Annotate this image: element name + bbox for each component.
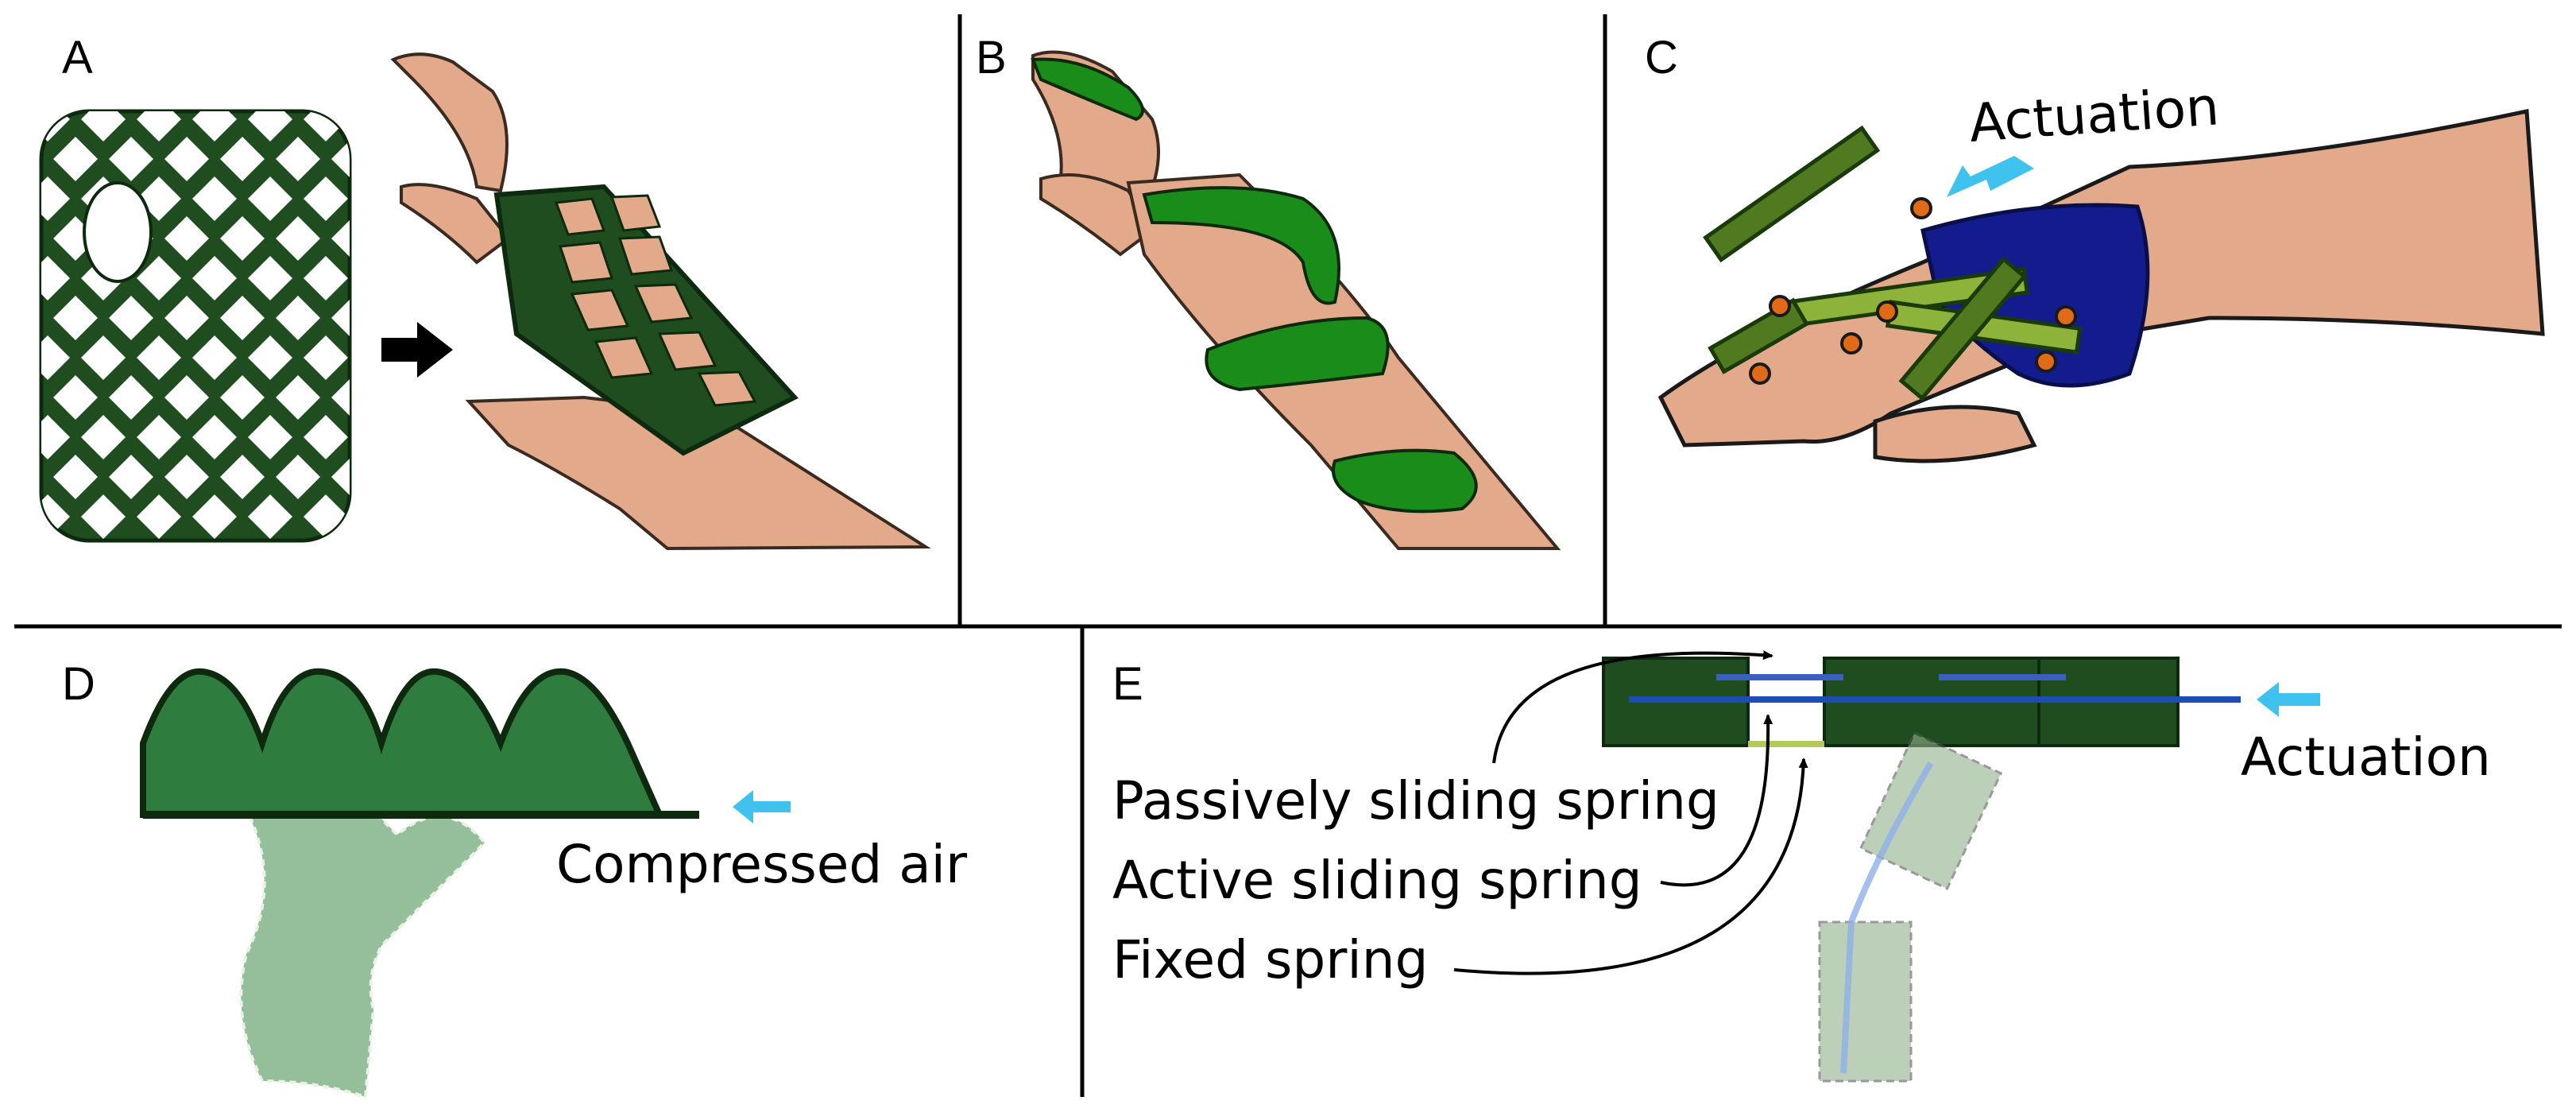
mesh-hole [109, 296, 153, 340]
mesh-hole [331, 137, 350, 181]
mesh-hole [53, 296, 98, 340]
mesh-hole [192, 335, 237, 380]
spring-label-passive: Passively sliding spring [1112, 770, 1719, 831]
segmented-finger-mechanism [1602, 657, 2241, 1083]
mesh-hole [164, 455, 209, 499]
mesh-hole [220, 296, 265, 340]
mesh-hole [248, 335, 292, 380]
spiral-band-hand [1142, 186, 1340, 305]
actuation-arrow-c [1947, 156, 2034, 197]
panel-c: C Actuation [1645, 32, 2545, 463]
leader-active [1660, 714, 1773, 887]
panel-d: D Compressed air [62, 658, 968, 1099]
soft-actuator-bent [236, 761, 487, 1099]
mesh-hole [164, 216, 209, 261]
mesh-hole [276, 296, 320, 340]
mesh-hole [192, 256, 237, 300]
mesh-hole [304, 111, 348, 141]
mesh-hole [53, 375, 98, 420]
mesh-hole [304, 256, 348, 300]
mesh-hole [81, 111, 126, 141]
mesh-hole [304, 176, 348, 221]
mesh-hole [164, 375, 209, 420]
compressed-air-arrow [733, 790, 791, 824]
panel-d-caption: Compressed air [556, 834, 968, 895]
mesh-hole [81, 494, 126, 539]
mesh-hole [248, 494, 292, 539]
mesh-hole [109, 137, 153, 181]
mesh-hole [41, 335, 70, 380]
panel-a-label: A [62, 32, 93, 83]
panel-b: B [976, 32, 1561, 550]
hand-with-mesh [390, 52, 931, 551]
mesh-hole [137, 256, 181, 300]
mesh-hole [248, 256, 292, 300]
panel-e-label: E [1112, 658, 1143, 710]
spiral-band-forearm [1332, 448, 1478, 513]
mesh-hole [137, 111, 181, 141]
panel-b-label: B [976, 32, 1007, 83]
mesh-hole [276, 455, 320, 499]
mesh-hole [137, 494, 181, 539]
spiral-band-fingertip [1031, 57, 1144, 122]
spring-label-fixed: Fixed spring [1112, 929, 1428, 990]
mesh-hole [248, 111, 292, 141]
soft-actuator-straight [140, 668, 699, 819]
mesh-hole [276, 137, 320, 181]
leader-passive [1492, 650, 1773, 764]
mesh-hole [53, 137, 98, 181]
mesh-hole [41, 256, 70, 300]
mesh-hole [304, 335, 348, 380]
mesh-hole [81, 415, 126, 459]
mesh-hole [248, 415, 292, 459]
mesh-splint-sheet [39, 109, 352, 543]
mesh-hole [248, 176, 292, 221]
mesh-hole [41, 176, 70, 221]
spring-label-active: Active sliding spring [1112, 850, 1642, 911]
mesh-hole [137, 335, 181, 380]
mesh-hole [192, 415, 237, 459]
mesh-hole [276, 216, 320, 261]
mesh-hole [304, 415, 348, 459]
panel-c-label: C [1645, 32, 1678, 83]
mesh-hole [109, 455, 153, 499]
mesh-hole [41, 415, 70, 459]
hand-with-spiral-splint [1031, 50, 1561, 550]
mesh-hole [331, 375, 350, 420]
mesh-hole [81, 335, 126, 380]
mesh-hole [137, 415, 181, 459]
mesh-hole [331, 296, 350, 340]
mesh-hole [192, 494, 237, 539]
thumb-hole [83, 181, 153, 283]
panel-d-label: D [62, 658, 95, 710]
panel-c-actuation-label: Actuation [1967, 76, 2221, 154]
mesh-hole [220, 375, 265, 420]
leader-fixed [1453, 758, 1808, 975]
hand-with-exoskeleton [1657, 108, 2545, 463]
panel-e: E Actuation Passively sliding spring Act… [1112, 650, 2491, 1083]
spiral-band-wrist [1205, 316, 1390, 392]
actuation-label-e: Actuation [2241, 727, 2491, 788]
mesh-hole [109, 375, 153, 420]
actuation-arrow-e [2257, 682, 2320, 717]
mesh-hole [164, 137, 209, 181]
linkage-bars [1703, 125, 2083, 401]
mesh-hole [276, 375, 320, 420]
mesh-hole [192, 111, 237, 141]
mesh-hole [164, 296, 209, 340]
mesh-hole [331, 216, 350, 261]
linkage-joints [1749, 197, 2077, 385]
mesh-hole [331, 455, 350, 499]
mesh-hole [220, 455, 265, 499]
mesh-hole [220, 137, 265, 181]
transform-arrow [381, 322, 453, 378]
mesh-hole [53, 455, 98, 499]
mesh-hole [192, 176, 237, 221]
panel-a: A [39, 32, 931, 551]
mesh-hole [220, 216, 265, 261]
